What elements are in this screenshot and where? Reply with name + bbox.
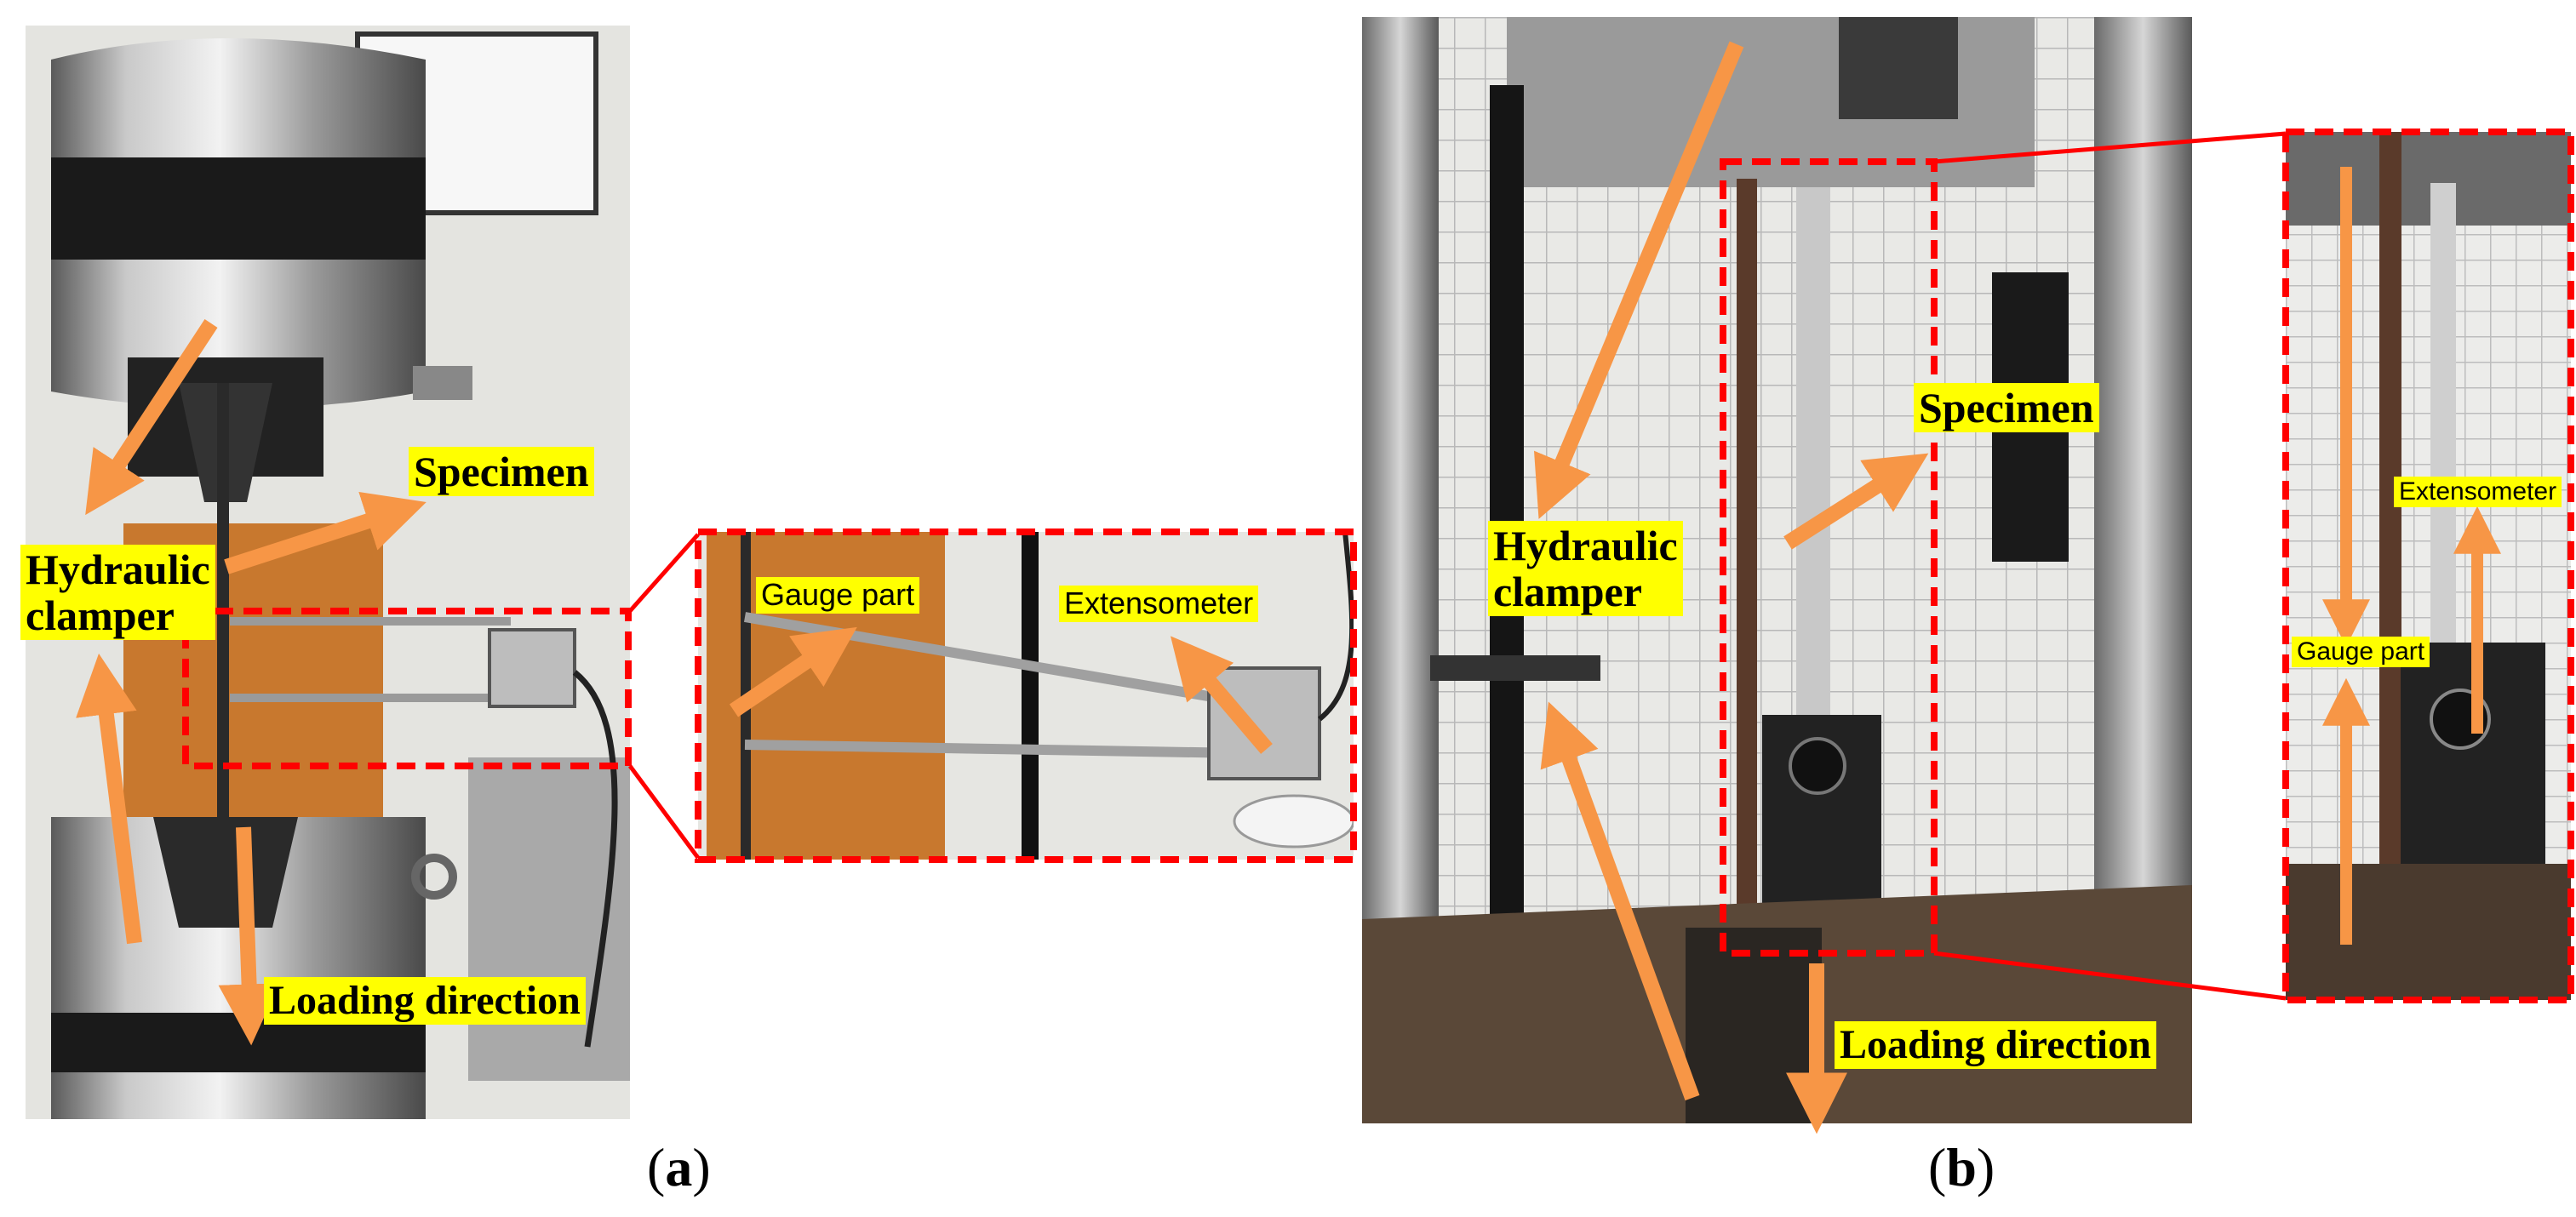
panel-b-arrow-clamper-top	[1534, 41, 1744, 519]
panel-a-callout-line-bottom	[627, 764, 701, 860]
panel-a-inset-arrow-extensometer	[1170, 636, 1273, 754]
panel-b-loading-direction-label: Loading direction	[1835, 1021, 2156, 1069]
panel-a-inset-arrow-gauge	[729, 626, 857, 717]
panel-a-inset-box	[695, 529, 1357, 863]
panel-b-extensometer-label: Extensometer	[2394, 477, 2562, 508]
panel-b-hydraulic-clamper-label: Hydraulic clamper	[1488, 521, 1683, 616]
panel-a-arrow-clamper-top	[85, 319, 218, 516]
panel-a-scene	[26, 26, 630, 1119]
panel-b-callout-line-top	[1933, 131, 2287, 164]
panel-a-arrow-specimen	[224, 491, 426, 574]
panel-a-loading-direction-label: Loading direction	[264, 977, 586, 1025]
panel-b-zoom-box	[1720, 158, 1938, 957]
panel-b-caption-letter: b	[1946, 1137, 1977, 1197]
panel-a-specimen-label: Specimen	[409, 447, 594, 496]
panel-b-callout-line-bottom	[1933, 951, 2287, 1001]
panel-a-arrow-loading	[218, 826, 280, 1046]
panel-a-gauge-part-label: Gauge part	[756, 577, 920, 614]
panel-a-callout-line-top	[628, 533, 700, 613]
panel-b-specimen-label: Specimen	[1914, 383, 2099, 432]
panel-a-zoom-box	[182, 608, 632, 769]
panel-b-inset-scene	[2286, 132, 2571, 1000]
panel-a-caption: (a)	[647, 1137, 711, 1197]
panel-a-extensometer-label: Extensometer	[1059, 586, 1259, 622]
panel-b-caption: (b)	[1928, 1137, 1995, 1197]
panel-b-inset-box	[2282, 129, 2574, 1003]
panel-b-inset-photo	[2286, 132, 2571, 1000]
panel-a-caption-letter: a	[665, 1137, 693, 1197]
panel-a-hydraulic-clamper-label: Hydraulic clamper	[20, 545, 215, 640]
panel-a-arrow-clamper-bottom	[76, 653, 142, 945]
panel-a-main-photo	[26, 26, 630, 1119]
panel-b-arrow-clamper-bottom	[1540, 701, 1700, 1101]
panel-b-gauge-part-label: Gauge part	[2292, 637, 2430, 668]
panel-b-arrow-specimen	[1783, 453, 1929, 550]
